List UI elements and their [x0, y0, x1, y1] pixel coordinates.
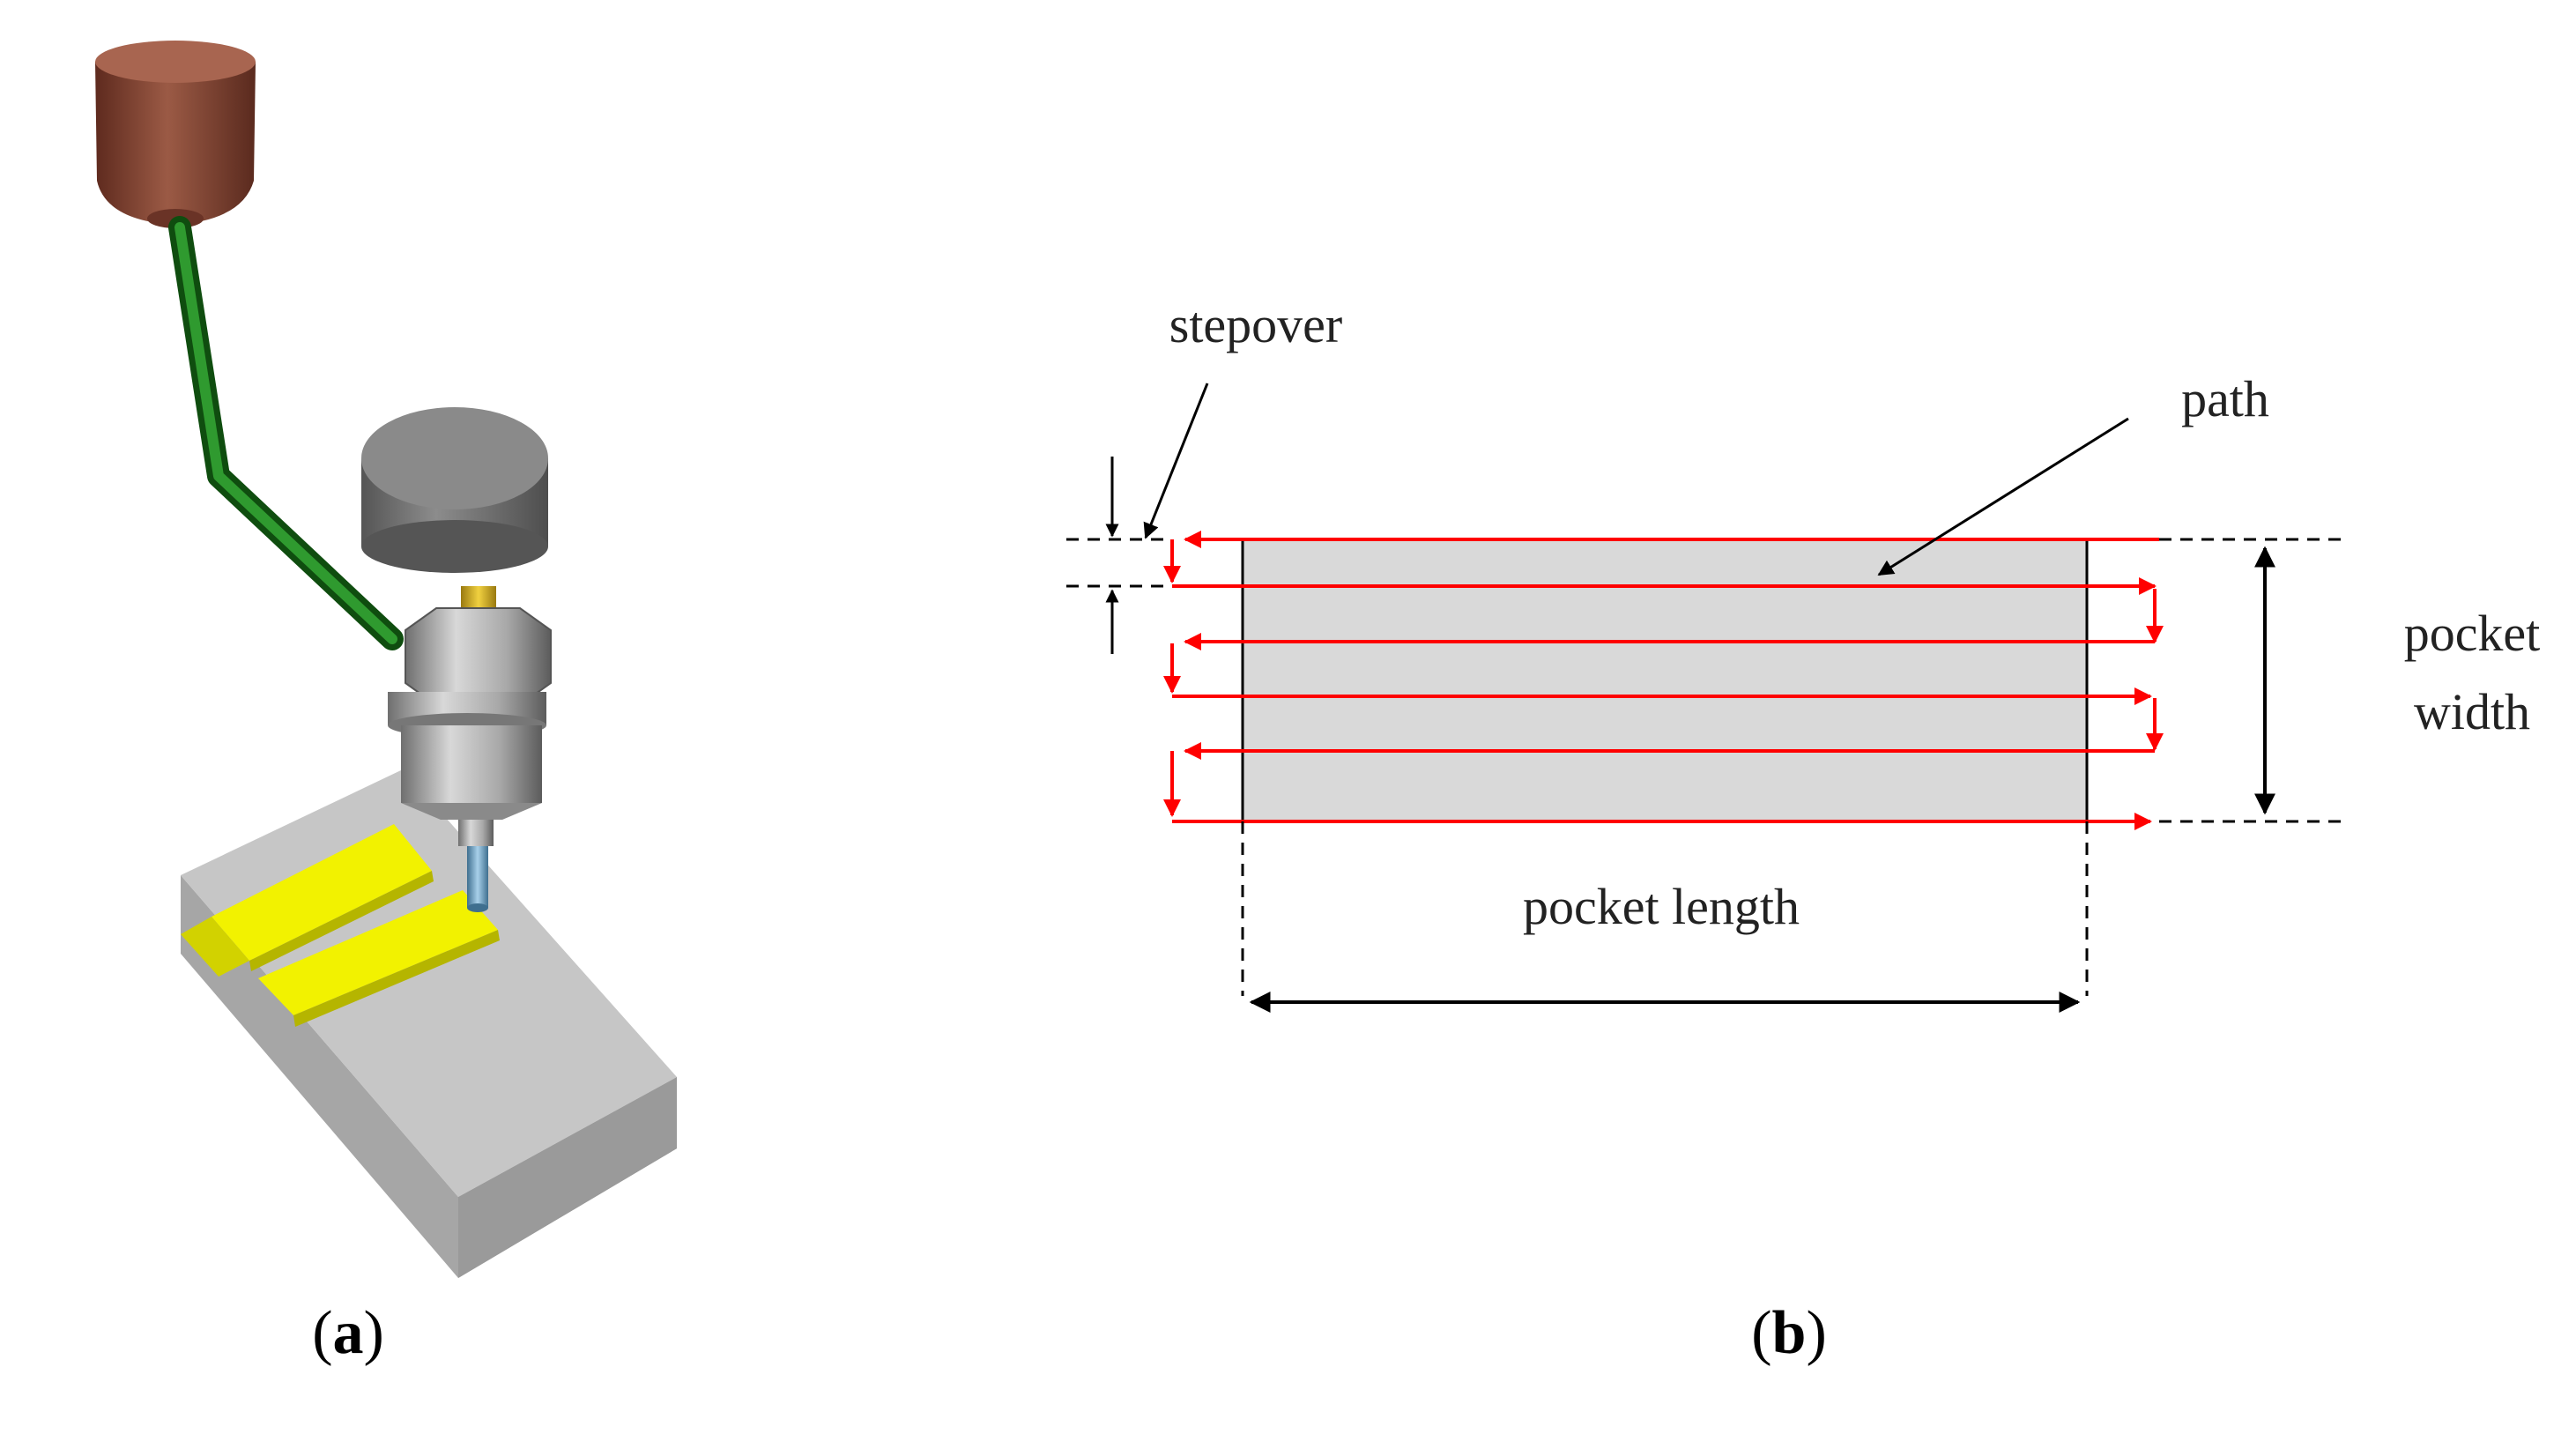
panel-b-diagram: stepover path pocket width pocket length: [1066, 296, 2541, 1013]
toolpath: [1163, 531, 2164, 830]
spindle-head: [95, 41, 256, 228]
coolant-hose: [168, 216, 404, 650]
caption-b: (b): [1751, 1299, 1827, 1367]
label-stepover: stepover: [1169, 296, 1343, 353]
panel-a-illustration: [95, 41, 677, 1278]
path-leader: [1877, 417, 2129, 576]
label-pocket-length: pocket length: [1523, 878, 1800, 935]
label-path: path: [2181, 370, 2269, 427]
label-pocket-width-1: pocket: [2404, 605, 2541, 662]
workpiece-block: [181, 769, 677, 1278]
caption-a: (a): [312, 1299, 384, 1367]
label-pocket-width-2: width: [2414, 683, 2530, 740]
dimension-extension-lines: [1066, 538, 2344, 996]
stepover-leader: [1143, 383, 1209, 539]
pocket-area: [1241, 538, 2089, 823]
spindle-body: [361, 407, 552, 912]
